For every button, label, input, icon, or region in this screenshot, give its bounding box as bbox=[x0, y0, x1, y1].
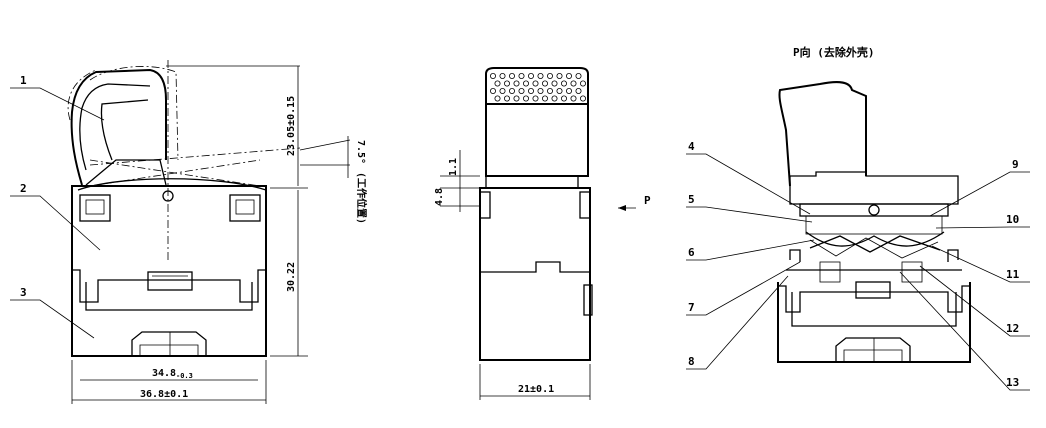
texture-dot bbox=[499, 88, 506, 95]
button-texture bbox=[489, 73, 587, 102]
side-view: 21±0.1 1.1 4.8 P bbox=[434, 67, 651, 400]
dim-height-top: 23.05±0.15 bbox=[286, 96, 297, 156]
texture-dot bbox=[523, 95, 530, 102]
texture-dot bbox=[575, 88, 582, 95]
texture-dot bbox=[508, 88, 515, 95]
texture-dot bbox=[518, 73, 525, 80]
texture-dot bbox=[518, 88, 525, 95]
texture-dot bbox=[556, 88, 563, 95]
texture-dot bbox=[503, 80, 510, 87]
dim-angle-note: (工作位置) bbox=[355, 172, 368, 224]
internal-view: P向 (去除外壳) 4 5 6 7 8 bbox=[686, 45, 1030, 391]
texture-dot bbox=[513, 80, 520, 87]
texture-dot bbox=[542, 80, 549, 87]
texture-dot bbox=[537, 88, 544, 95]
part-label-1: 1 bbox=[20, 74, 27, 87]
texture-dot bbox=[561, 95, 568, 102]
texture-dot bbox=[551, 95, 558, 102]
dim-outer-width: 36.8±0.1 bbox=[140, 389, 188, 400]
texture-dot bbox=[513, 95, 520, 102]
texture-dot bbox=[570, 80, 577, 87]
direction-p-label: P bbox=[644, 194, 651, 207]
texture-dot bbox=[561, 80, 568, 87]
texture-dot bbox=[537, 73, 544, 80]
part-label-2: 2 bbox=[20, 182, 27, 195]
texture-dot bbox=[566, 73, 573, 80]
part-label-4: 4 bbox=[688, 140, 695, 153]
texture-dot bbox=[580, 95, 587, 102]
texture-dot bbox=[489, 73, 496, 80]
part-label-5: 5 bbox=[688, 193, 695, 206]
dim-body-height: 30.22 bbox=[286, 262, 297, 292]
part-label-3: 3 bbox=[20, 286, 27, 299]
texture-dot bbox=[503, 95, 510, 102]
front-view: 1 2 3 23.05±0.15 7.5° (工作位置) 30.22 34.8 … bbox=[10, 60, 368, 404]
texture-dot bbox=[566, 88, 573, 95]
dim-4-8: 4.8 bbox=[434, 188, 445, 206]
texture-dot bbox=[547, 73, 554, 80]
dim-inner-width-tol: -0.3 bbox=[176, 372, 193, 380]
texture-dot bbox=[575, 73, 582, 80]
texture-dot bbox=[551, 80, 558, 87]
texture-dot bbox=[494, 80, 501, 87]
part-label-12: 12 bbox=[1006, 322, 1019, 335]
texture-dot bbox=[523, 80, 530, 87]
dim-inner-width: 34.8 bbox=[152, 368, 176, 379]
texture-dot bbox=[528, 73, 535, 80]
texture-dot bbox=[547, 88, 554, 95]
texture-dot bbox=[580, 80, 587, 87]
texture-dot bbox=[499, 73, 506, 80]
texture-dot bbox=[532, 95, 539, 102]
part-label-8: 8 bbox=[688, 355, 695, 368]
texture-dot bbox=[528, 88, 535, 95]
texture-dot bbox=[542, 95, 549, 102]
part-label-13: 13 bbox=[1006, 376, 1019, 389]
dim-angle: 7.5° bbox=[355, 140, 366, 164]
texture-dot bbox=[556, 73, 563, 80]
part-label-9: 9 bbox=[1012, 158, 1019, 171]
view-title: P向 (去除外壳) bbox=[793, 45, 875, 59]
part-label-7: 7 bbox=[688, 301, 695, 314]
part-label-10: 10 bbox=[1006, 213, 1019, 226]
part-label-6: 6 bbox=[688, 246, 695, 259]
texture-dot bbox=[494, 95, 501, 102]
texture-dot bbox=[508, 73, 515, 80]
dim-mid-width: 21±0.1 bbox=[518, 384, 554, 395]
dim-1-1: 1.1 bbox=[448, 158, 459, 176]
texture-dot bbox=[489, 88, 496, 95]
part-label-11: 11 bbox=[1006, 268, 1020, 281]
texture-dot bbox=[532, 80, 539, 87]
texture-dot bbox=[570, 95, 577, 102]
